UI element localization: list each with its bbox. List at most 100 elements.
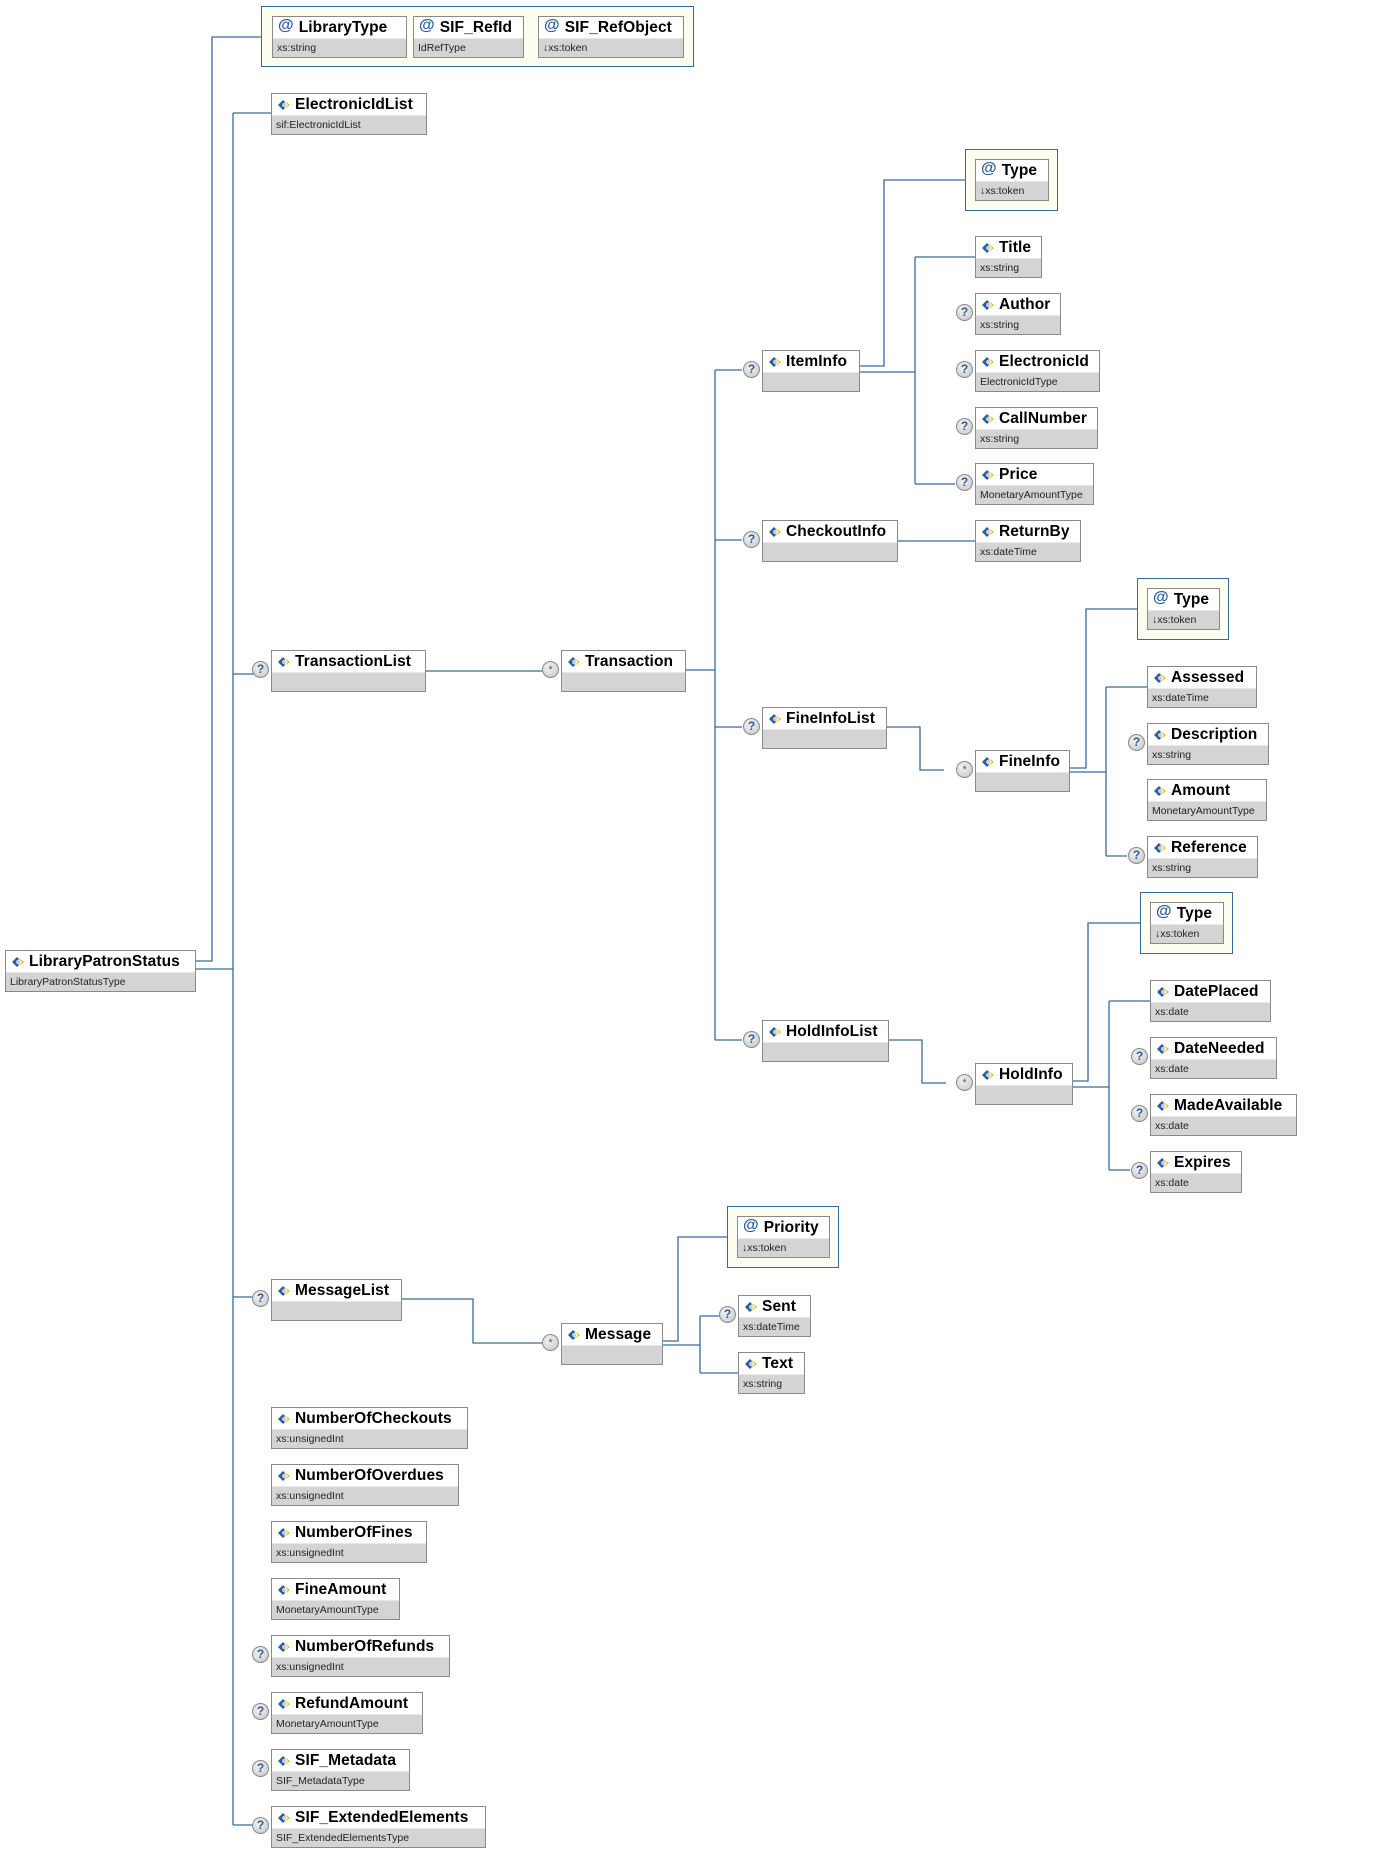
attribute-name: SIF_RefId [439, 19, 513, 36]
element-icon [278, 100, 290, 110]
element-message[interactable]: Message [561, 1323, 663, 1365]
attribute-hold-info-type[interactable]: @Type↓xs:token [1150, 902, 1224, 944]
element-type: MonetaryAmountType [976, 485, 1093, 504]
element-name: NumberOfRefunds [295, 1638, 435, 1655]
attribute-type: IdRefType [414, 38, 523, 57]
root-name: LibraryPatronStatus [29, 953, 180, 970]
element-icon [769, 527, 781, 537]
attribute-group-priority: @Priority↓xs:token [727, 1206, 839, 1268]
unbounded-occurrence-badge: * [956, 1074, 973, 1091]
attribute-type: ↓xs:token [976, 181, 1048, 200]
element-icon [1157, 1044, 1169, 1054]
element-icon [1154, 730, 1166, 740]
element-checkout-info[interactable]: CheckoutInfo [762, 520, 898, 562]
attribute-name: Type [1001, 162, 1038, 179]
element-type: xs:unsignedInt [272, 1486, 458, 1505]
element-name: FineInfoList [786, 710, 876, 727]
element-type: MonetaryAmountType [1148, 801, 1266, 820]
element-icon [278, 1756, 290, 1766]
optional-occurrence-badge: ? [252, 1817, 269, 1834]
optional-occurrence-badge: ? [743, 1031, 760, 1048]
element-fine-info[interactable]: FineInfo [975, 750, 1070, 792]
optional-occurrence-badge: ? [1128, 734, 1145, 751]
element-fine-info-list[interactable]: FineInfoList [762, 707, 887, 749]
element-type: xs:dateTime [739, 1317, 810, 1336]
element-description[interactable]: Description xs:string [1147, 723, 1269, 765]
element-icon [982, 357, 994, 367]
optional-occurrence-badge: ? [719, 1306, 736, 1323]
optional-occurrence-badge: ? [1131, 1105, 1148, 1122]
element-type: xs:string [1148, 745, 1268, 764]
element-icon [1154, 843, 1166, 853]
element-icon [982, 527, 994, 537]
root-type: LibraryPatronStatusType [6, 972, 195, 991]
element-message-list[interactable]: MessageList [271, 1279, 402, 1321]
element-icon [982, 243, 994, 253]
element-name: Sent [762, 1298, 796, 1315]
element-name: SIF_Metadata [295, 1752, 397, 1769]
element-type [272, 672, 425, 691]
element-transaction-list[interactable]: TransactionList [271, 650, 426, 692]
element-hold-info-list[interactable]: HoldInfoList [762, 1020, 889, 1062]
attribute-sif-refobject[interactable]: @SIF_RefObject ↓xs:token [538, 16, 684, 58]
element-type [976, 1085, 1072, 1104]
attribute-priority[interactable]: @Priority↓xs:token [737, 1216, 830, 1258]
element-item-info[interactable]: ItemInfo [762, 350, 860, 392]
attribute-group-hold-info-type: @Type↓xs:token [1140, 892, 1233, 954]
element-icon [1157, 1101, 1169, 1111]
element-hold-info[interactable]: HoldInfo [975, 1063, 1073, 1105]
attribute-type: ↓xs:token [539, 38, 683, 57]
attribute-type: ↓xs:token [1151, 924, 1223, 943]
element-name: ElectronicId [999, 353, 1089, 370]
element-type [763, 1042, 888, 1061]
attribute-icon: @ [743, 1217, 759, 1234]
element-name: MessageList [295, 1282, 390, 1299]
element-type: SIF_MetadataType [272, 1771, 409, 1790]
optional-occurrence-badge: ? [743, 361, 760, 378]
attribute-icon: @ [1153, 589, 1169, 606]
optional-occurrence-badge: ? [743, 531, 760, 548]
element-name: NumberOfCheckouts [295, 1410, 452, 1427]
element-name: Amount [1171, 782, 1231, 799]
optional-occurrence-badge: ? [252, 1703, 269, 1720]
element-type: xs:string [976, 429, 1097, 448]
root-element[interactable]: LibraryPatronStatus LibraryPatronStatusT… [5, 950, 196, 992]
attribute-fine-info-type[interactable]: @Type↓xs:token [1147, 588, 1220, 630]
attribute-name: SIF_RefObject [564, 19, 672, 36]
element-name: CheckoutInfo [786, 523, 887, 540]
element-transaction[interactable]: Transaction [561, 650, 686, 692]
element-type: xs:date [1151, 1059, 1276, 1078]
attribute-sif-refid[interactable]: @SIF_RefId IdRefType [413, 16, 524, 58]
attribute-library-type[interactable]: @LibraryType xs:string [272, 16, 407, 58]
element-icon [769, 714, 781, 724]
attribute-item-info-type[interactable]: @Type↓xs:token [975, 159, 1049, 201]
element-name: Description [1171, 726, 1258, 743]
optional-occurrence-badge: ? [956, 418, 973, 435]
element-name: RefundAmount [295, 1695, 409, 1712]
element-sent[interactable]: Sent xs:dateTime [738, 1295, 811, 1337]
optional-occurrence-badge: ? [1128, 847, 1145, 864]
